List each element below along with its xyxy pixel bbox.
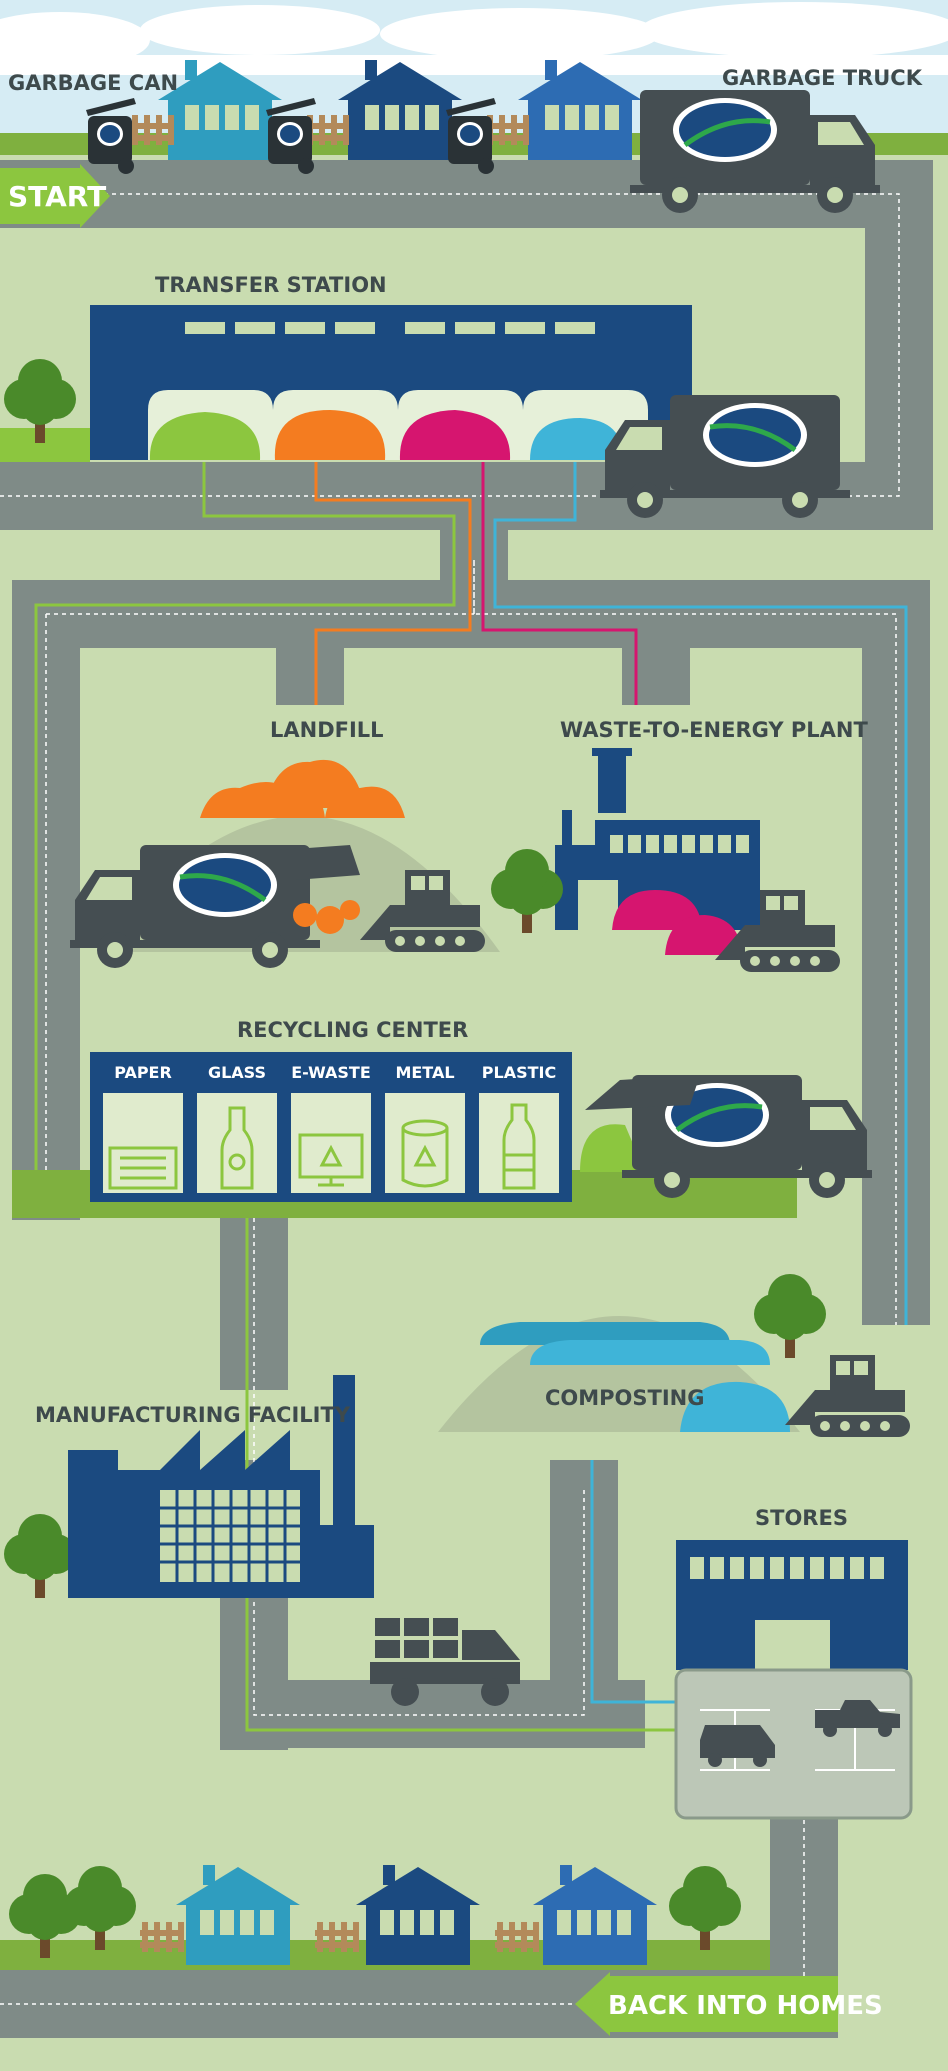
van-icon xyxy=(700,1725,775,1767)
bin-label-metal: METAL xyxy=(395,1063,454,1082)
delivery-truck-icon xyxy=(370,1618,520,1706)
transfer-station xyxy=(0,305,850,518)
pickup-truck-icon xyxy=(815,1700,900,1737)
plastic-bottle-icon xyxy=(502,1103,536,1190)
waste-to-energy-plant xyxy=(491,748,840,972)
garbage-truck-label: GARBAGE TRUCK xyxy=(722,66,923,90)
e-waste-monitor-icon xyxy=(298,1133,364,1187)
composting-label: COMPOSTING xyxy=(545,1386,704,1410)
landfill xyxy=(70,759,500,968)
garbage-can-label: GARBAGE CAN xyxy=(8,71,178,95)
bin-label-e-waste: E-WASTE xyxy=(291,1063,371,1082)
bottom-neighborhood xyxy=(0,1865,770,1970)
recycling-bin-labels: PAPER GLASS E-WASTE METAL PLASTIC xyxy=(114,1063,556,1082)
recycling-center-label: RECYCLING CENTER xyxy=(237,1018,468,1042)
top-neighborhood xyxy=(86,60,880,213)
paper-icon xyxy=(108,1146,178,1190)
manufacturing-label: MANUFACTURING FACILITY xyxy=(35,1403,351,1427)
back-into-homes-label: BACK INTO HOMES xyxy=(608,1991,883,2021)
metal-can-icon xyxy=(401,1119,449,1188)
start-label: START xyxy=(8,180,106,213)
bin-label-glass: GLASS xyxy=(208,1063,266,1082)
bin-label-plastic: PLASTIC xyxy=(482,1063,556,1082)
stores xyxy=(674,1540,913,1820)
transfer-station-label: TRANSFER STATION xyxy=(155,273,387,297)
bin-label-paper: PAPER xyxy=(114,1063,172,1082)
recycling-center xyxy=(12,1052,872,1218)
composting xyxy=(438,1274,910,1437)
waste-to-energy-label: WASTE-TO-ENERGY PLANT xyxy=(560,718,869,742)
start-arrow: START xyxy=(0,164,110,228)
back-into-homes-arrow: BACK INTO HOMES xyxy=(575,1972,883,2036)
landfill-label: LANDFILL xyxy=(270,718,384,742)
stores-label: STORES xyxy=(755,1506,848,1530)
glass-bottle-icon xyxy=(220,1106,254,1190)
bulldozer-icon xyxy=(785,1355,910,1437)
manufacturing-facility xyxy=(4,1375,520,1706)
